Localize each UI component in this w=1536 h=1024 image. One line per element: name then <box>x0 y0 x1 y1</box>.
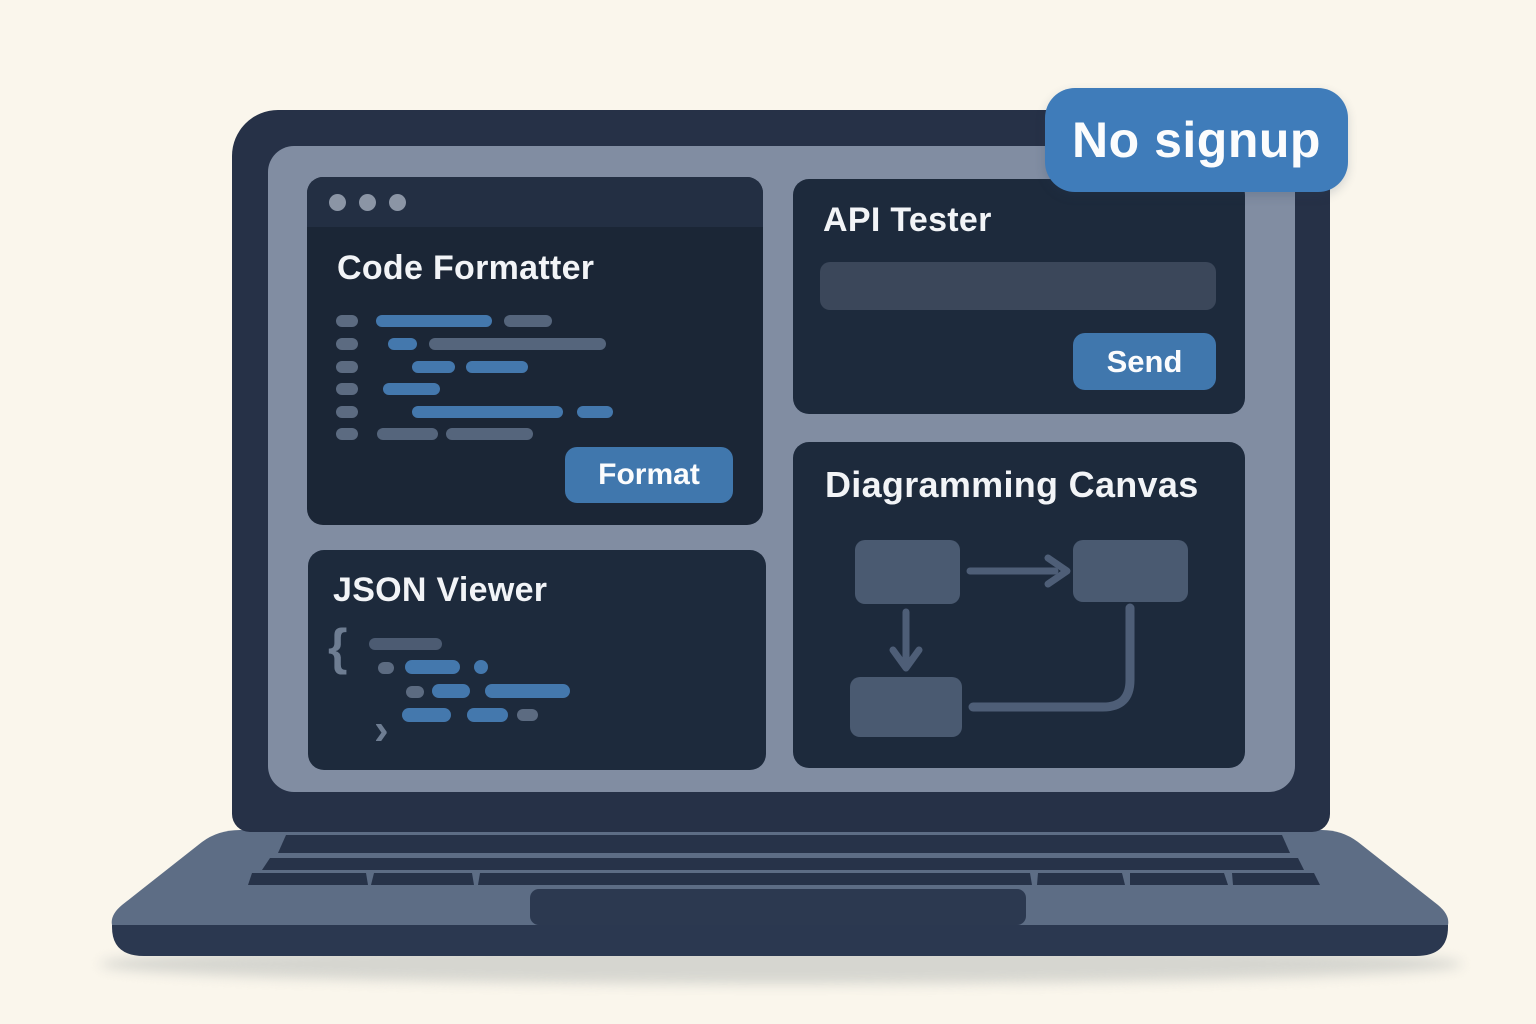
code-formatter-panel: Code Formatter Format <box>307 177 763 525</box>
code-bar <box>369 638 442 650</box>
code-bar <box>378 662 394 674</box>
json-viewer-panel: JSON Viewer { › <box>308 550 766 770</box>
code-bar <box>446 428 533 440</box>
window-dot-icon <box>329 193 346 211</box>
code-bar <box>504 315 552 327</box>
code-formatter-title: Code Formatter <box>337 249 595 287</box>
code-bar <box>429 338 606 350</box>
send-button[interactable]: Send <box>1073 333 1216 390</box>
diagramming-canvas-title: Diagramming Canvas <box>825 464 1199 505</box>
close-brace-glyph: › <box>374 705 389 754</box>
keyboard-key <box>478 873 1032 885</box>
elbow-connector <box>968 603 1135 712</box>
code-bar <box>336 428 358 440</box>
code-bar <box>485 684 570 698</box>
code-bar <box>336 338 358 350</box>
code-bar <box>388 338 417 350</box>
code-bar <box>336 361 358 373</box>
api-tester-panel: API Tester Send <box>793 179 1245 414</box>
keyboard-key <box>248 873 368 885</box>
code-bar <box>474 660 488 674</box>
keyboard-key <box>1130 873 1228 885</box>
code-bar <box>336 315 358 327</box>
code-bar <box>402 708 451 722</box>
trackpad <box>530 889 1026 925</box>
format-button[interactable]: Format <box>565 447 733 503</box>
code-bar <box>406 686 424 698</box>
code-bar <box>377 428 438 440</box>
base-front-edge <box>112 925 1448 956</box>
laptop-base <box>111 830 1449 956</box>
code-bar <box>405 660 460 674</box>
open-brace-glyph: { <box>328 619 348 675</box>
keyboard-key <box>1232 873 1320 885</box>
json-viewer-title: JSON Viewer <box>333 571 548 609</box>
diagram-connectors <box>889 554 1135 712</box>
keyboard-key <box>1037 873 1125 885</box>
window-dot-icon <box>359 193 376 211</box>
keyboard-row <box>262 858 1304 870</box>
code-bar <box>336 383 358 395</box>
code-bar <box>412 361 455 373</box>
code-bar <box>466 361 528 373</box>
code-bar <box>412 406 563 418</box>
code-bar <box>517 709 538 721</box>
window-dot-icon <box>389 193 406 211</box>
code-bar <box>383 383 440 395</box>
window-titlebar <box>307 177 763 227</box>
api-tester-title: API Tester <box>823 201 992 239</box>
code-bar <box>577 406 613 418</box>
api-url-input[interactable] <box>820 262 1216 310</box>
code-bar <box>336 406 358 418</box>
keyboard-key <box>371 873 474 885</box>
code-bar <box>376 315 492 327</box>
no-signup-badge: No signup <box>1045 88 1348 192</box>
arrow-right-head <box>1044 554 1071 588</box>
diagramming-canvas-panel: Diagramming Canvas <box>793 442 1245 768</box>
code-bar <box>432 684 470 698</box>
arrow-down-head <box>889 646 923 672</box>
code-bar <box>467 708 508 722</box>
no-signup-label: No signup <box>1072 112 1321 168</box>
keyboard-row <box>278 835 1290 853</box>
